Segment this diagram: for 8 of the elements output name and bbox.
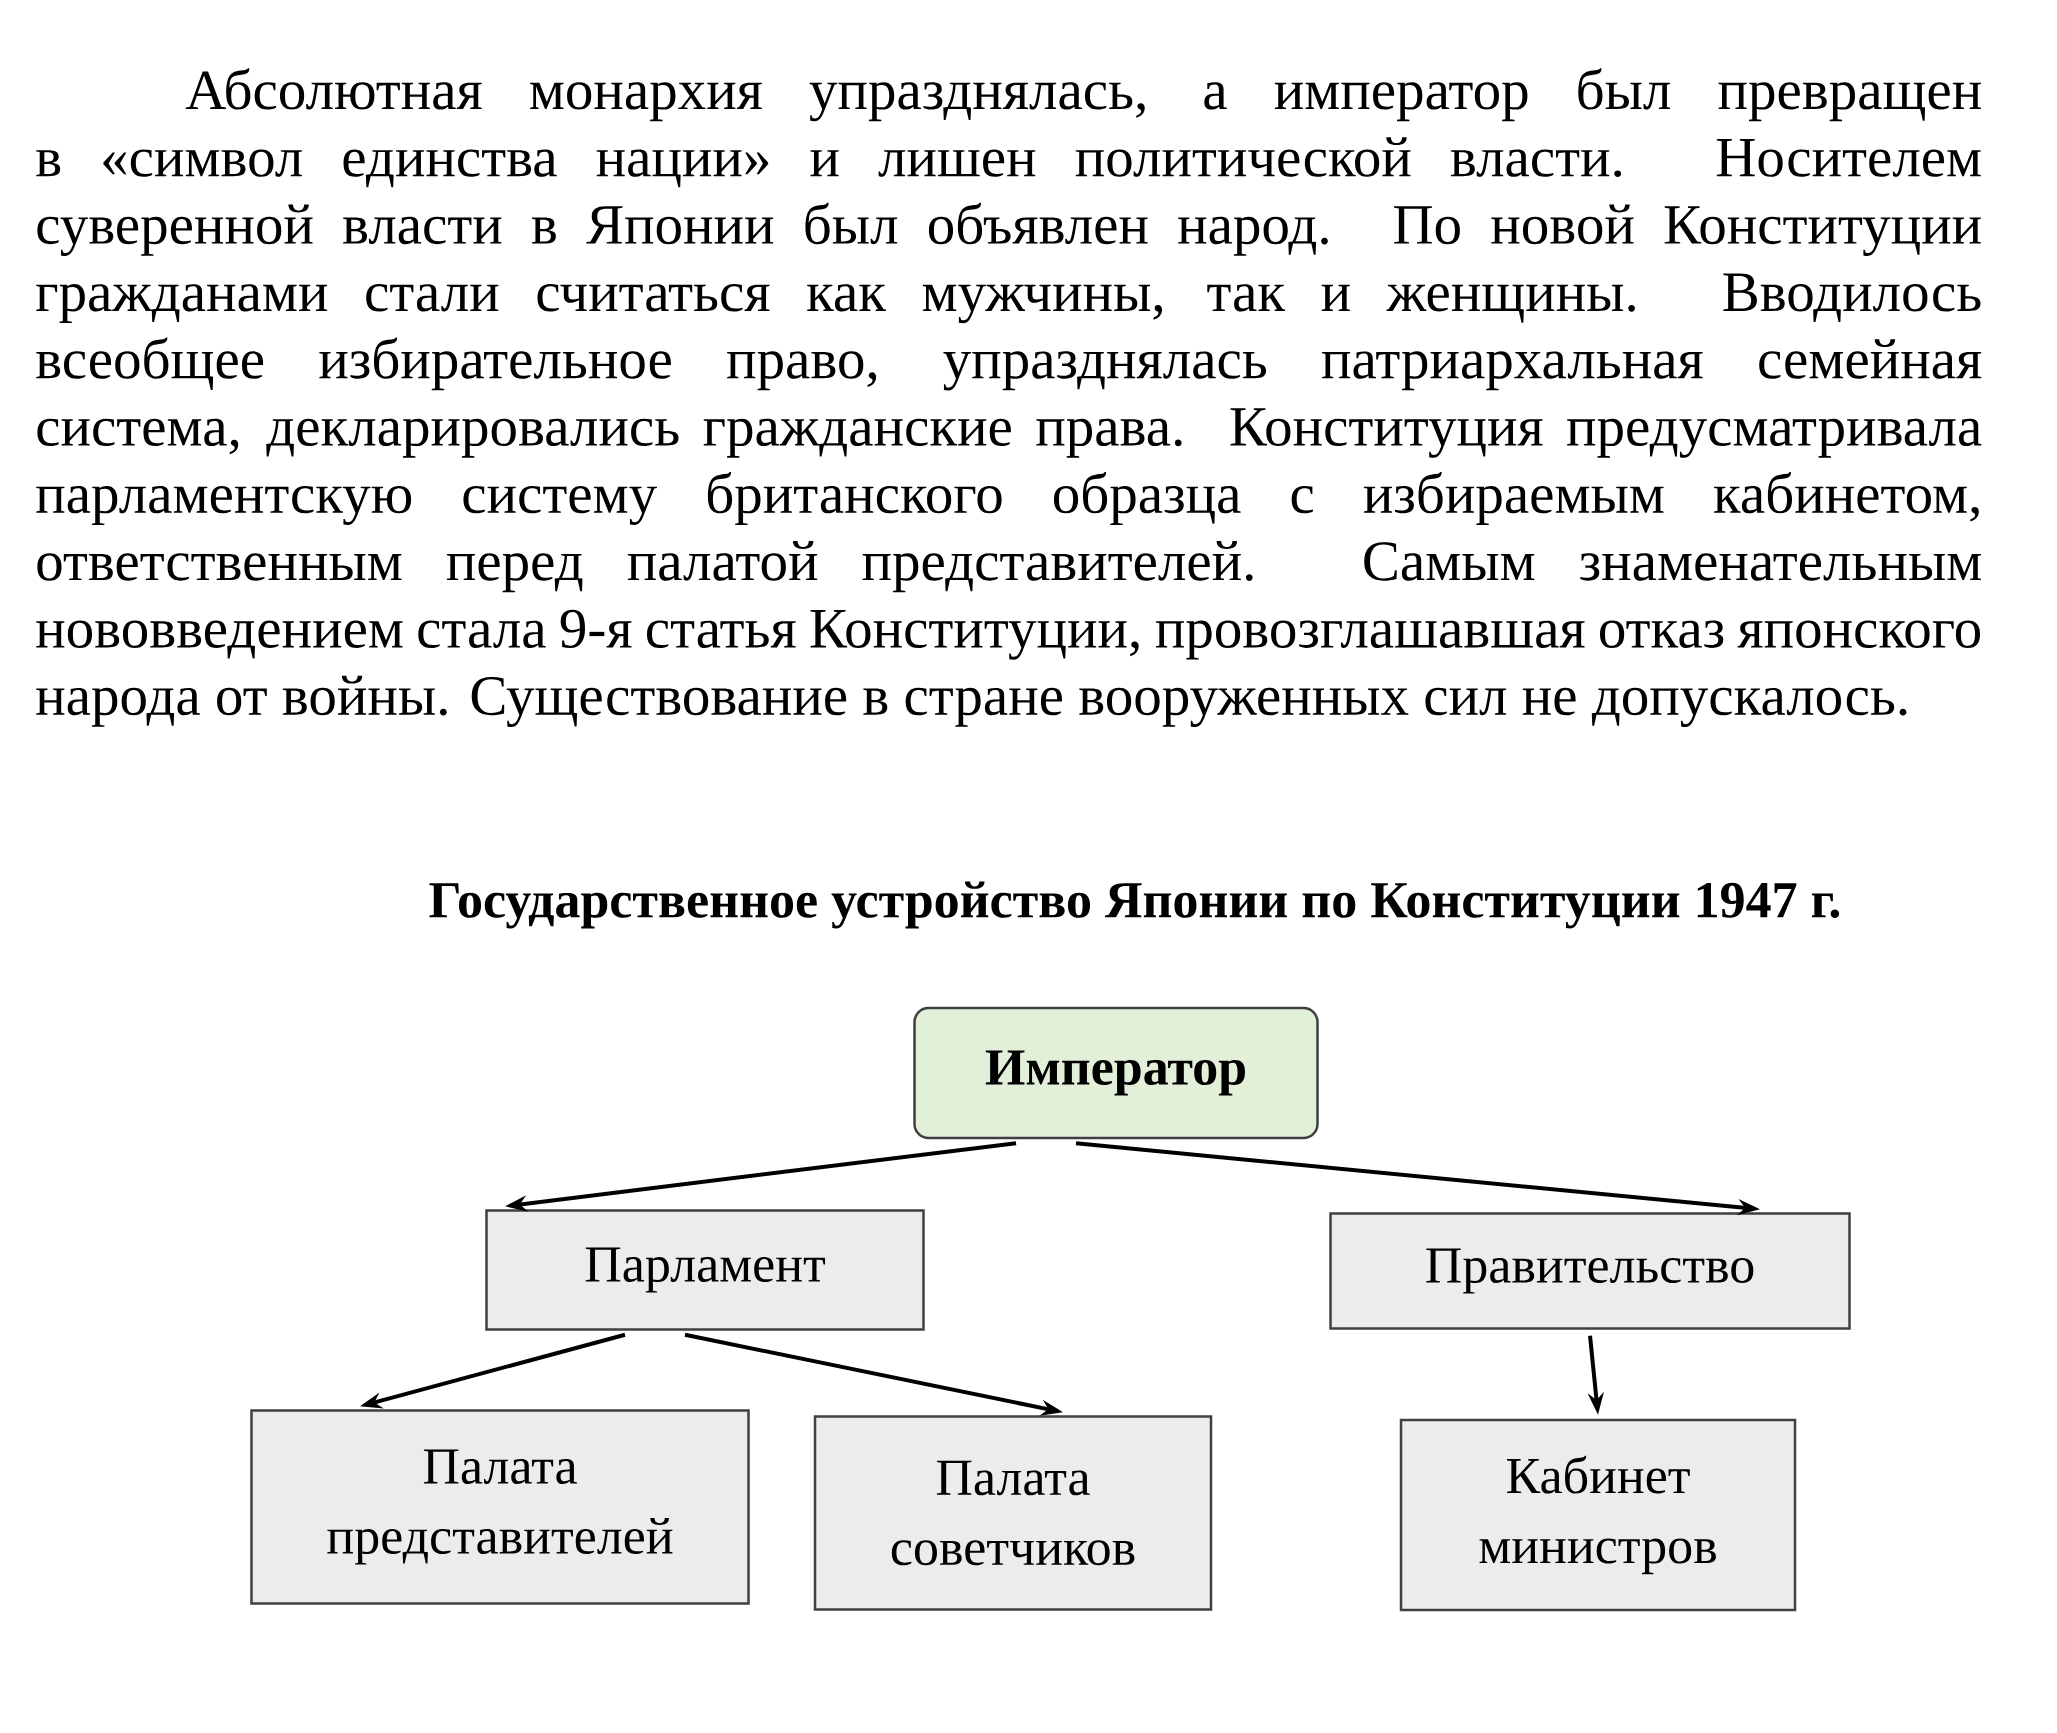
paragraph: Абсолютная монархия упразднялась, а император был превращен в «символ единства нации» и лишен политической власти. Носителем суверенной власти в Японии был объявлен народ. По новой Конституции гражданами стали считаться как мужчины, так и женщины. Вводилось всеобщее избирательное право, упразднялась патриархальная семейная система, декларировались гражданские права. Конституция предусматривала парламентскую систему британского образца с избираемым кабинетом, ответственным перед палатой представителей. Самым знаменательным нововведением стала 9-я статья Конституции, провозглашавшая отказ японского народа от войны. Существование в стране вооруженных сил не допускалось. [36, 68, 1982, 727]
process-box: Кабинет министров [1399, 1418, 1797, 1612]
diagram-title: Государственное устройство Японии по Конституции 1947 г. [429, 881, 1840, 929]
process-box: Палата представителей [250, 1409, 750, 1605]
process-box: Парламент [485, 1209, 925, 1331]
process-box: Палата советчиков [813, 1415, 1213, 1611]
rounded-box: Император [913, 1006, 1319, 1140]
process-box: Правительство [1329, 1212, 1851, 1330]
